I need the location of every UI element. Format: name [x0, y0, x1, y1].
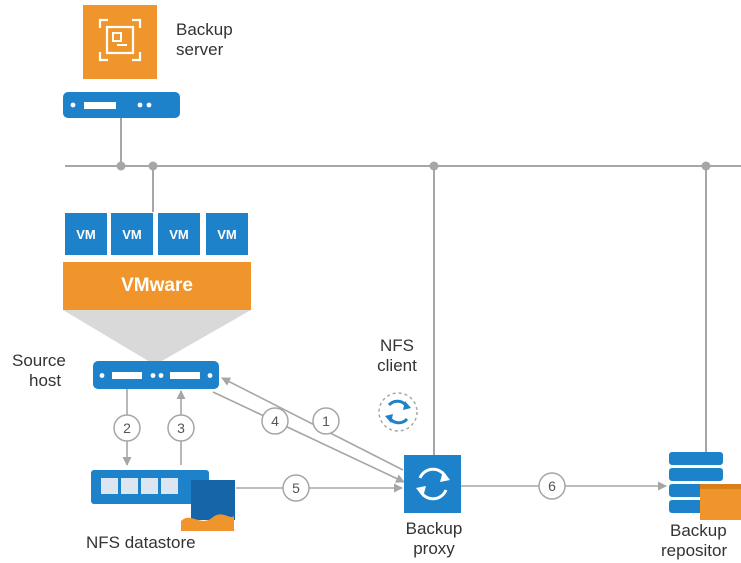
source-host-icon	[93, 361, 219, 389]
vm-box: VM	[206, 213, 248, 255]
backup-repository-label-line1: Backup	[670, 521, 727, 540]
backup-server-label: Backup server	[176, 20, 233, 60]
backup-server-label-line2: server	[176, 40, 224, 59]
backup-proxy-label: Backup proxy	[396, 519, 472, 559]
step-number: 1	[322, 413, 330, 429]
source-host-label: Source host	[12, 351, 66, 391]
step-number: 3	[177, 420, 185, 436]
arrow-step-1	[221, 377, 404, 471]
step-badge: 2	[113, 414, 141, 442]
step-number: 2	[123, 420, 131, 436]
network-node	[701, 161, 711, 171]
backup-proxy-label-line1: Backup	[405, 519, 463, 538]
step-badge: 5	[282, 474, 310, 502]
step-number: 5	[292, 480, 300, 496]
hypervisor-bar: VMware	[63, 262, 251, 310]
vm-box: VM	[111, 213, 153, 255]
host-funnel	[63, 310, 251, 362]
step-badge: 1	[312, 407, 340, 435]
backup-server-icon	[83, 5, 157, 79]
vm-box: VM	[65, 213, 107, 255]
step-badge: 3	[167, 414, 195, 442]
nfs-client-label: NFS client	[367, 336, 427, 376]
nfs-client-label-line2: client	[377, 356, 417, 375]
nfs-datastore-label: NFS datastore	[86, 533, 196, 552]
backup-proxy-label-line2: proxy	[413, 539, 455, 558]
step-number: 6	[548, 478, 556, 494]
arrow-step-4	[212, 391, 405, 483]
source-host-label-line1: Source	[12, 351, 66, 370]
server-rack-icon	[63, 92, 180, 118]
backup-proxy-icon	[404, 455, 461, 513]
source-host-label-line2: host	[29, 371, 62, 390]
nfs-client-icon	[378, 392, 418, 432]
nfs-datastore-icon	[91, 470, 235, 531]
vm-box: VM	[158, 213, 200, 255]
step-badge: 6	[538, 472, 566, 500]
backup-repository-label: Backup repositor	[661, 521, 727, 561]
nfs-client-label-line1: NFS	[380, 336, 414, 355]
step-badge: 4	[261, 407, 289, 435]
step-number: 4	[271, 413, 279, 429]
network-node	[429, 161, 439, 171]
network-node	[148, 161, 158, 171]
network-node	[116, 161, 126, 171]
backup-server-label-line1: Backup	[176, 20, 233, 39]
backup-repository-icon	[669, 452, 741, 520]
backup-repository-label-line2: repositor	[661, 541, 728, 560]
